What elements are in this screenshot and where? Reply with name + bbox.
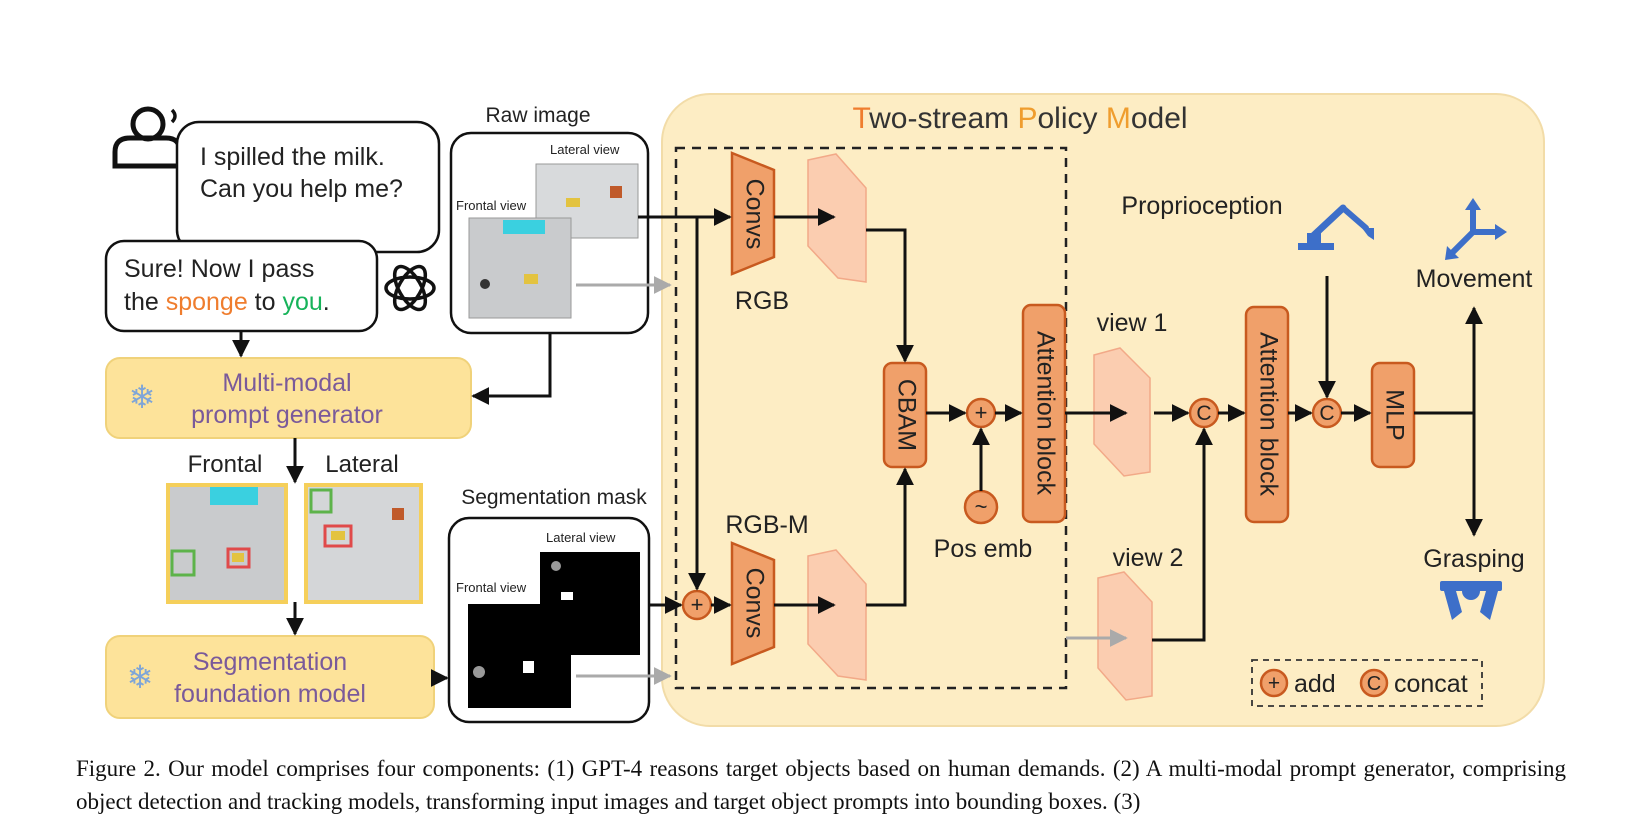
bbox-lateral-label: Lateral [325,451,398,478]
human-speech-line2: Can you help me? [200,175,403,203]
view2-label: view 2 [1113,544,1184,572]
segmentation-model-line2: foundation model [174,680,366,708]
bbox-lateral-green [309,488,333,514]
snowflake-icon: ❄ [129,379,156,415]
pos-emb-label: Pos emb [934,535,1033,563]
raw-frontal-label: Frontal view [456,198,527,213]
snowflake-icon-2: ❄ [127,659,154,695]
seg-frontal-label: Frontal view [456,580,527,595]
convs-upper-label: Convs [740,179,768,250]
robot-arm-icon [1298,204,1374,250]
seg-frontal-image [468,604,571,708]
seg-frontal-object [473,666,485,678]
proprioception-label: Proprioception [1121,192,1282,220]
seg-lateral-label: Lateral view [546,530,616,545]
attention-block-1-label: Attention block [1031,331,1059,495]
bbox-lateral-sponge [331,531,345,540]
bbox-lateral-object [392,508,404,520]
segmentation-mask-title: Segmentation mask [461,486,647,509]
raw-frontal-robot [503,220,545,234]
bbox-frontal-robot [210,487,258,505]
view1-label: view 1 [1097,309,1168,337]
bbox-lateral-image [304,483,423,604]
movement-label: Movement [1416,265,1533,293]
concat-node-1-symbol: C [1196,402,1211,425]
convs-lower [730,541,776,666]
concat-node-2-symbol: C [1319,402,1334,425]
convs-upper [730,151,776,276]
legend-concat-symbol: C [1367,673,1381,695]
raw-image-title: Raw image [485,104,590,127]
legend-box [1251,659,1483,707]
legend-add-label: add [1294,670,1336,698]
policy-title: Two-stream Policy Model [852,102,1187,135]
bbox-frontal-label: Frontal [188,451,263,478]
raw-lateral-object [610,186,622,198]
add-node-left-symbol: + [691,592,704,617]
bbox-frontal-red [226,547,251,569]
movement-axes-icon [1445,198,1507,260]
gripper-icon [1440,581,1502,620]
gray-arrows [576,276,1128,685]
bbox-frontal-sponge [232,553,244,562]
pos-emb-symbol: ~ [975,494,988,519]
mlp-block [1370,361,1416,469]
prompt-generator-box [105,357,472,439]
feature-map-lower [807,549,867,681]
seg-frontal-sponge [523,661,534,673]
add-node-mid-symbol: + [975,400,988,425]
human-speaker-icon [112,106,183,169]
feature-map-upper [807,153,867,283]
robot-speech-line2: the sponge to you. [124,288,330,316]
segmentation-model-line1: Segmentation [193,648,347,676]
seg-lateral-object [551,561,561,571]
human-speech-line1: I spilled the milk. [200,143,385,171]
raw-lateral-label: Lateral view [550,142,620,157]
attention-block-2-label: Attention block [1254,332,1282,496]
cbam-block [882,361,928,469]
raw-frontal-image [468,217,572,319]
legend-add-symbol: + [1268,672,1280,695]
gpt-logo-icon [384,264,436,312]
raw-frontal-sponge [524,274,538,284]
rgbm-label: RGB-M [725,511,808,539]
rgb-label: RGB [735,287,789,315]
bbox-lateral-red [323,524,353,548]
policy-arrows [638,208,1483,642]
legend-concat-label: concat [1394,670,1468,698]
figure-caption: Figure 2. Our model comprises four compo… [76,756,1566,814]
grasping-label: Grasping [1423,545,1524,573]
seg-lateral-sponge [561,592,573,600]
prompt-generator-line2: prompt generator [191,401,383,429]
raw-lateral-sponge [566,198,580,207]
raw-frontal-object [480,279,490,289]
convs-lower-label: Convs [740,568,768,639]
legend-add-icon [1259,668,1289,698]
prompt-generator-line1: Multi-modal [222,369,351,397]
bbox-frontal-green [170,549,196,577]
robot-speech-line1: Sure! Now I pass [124,255,314,283]
left-arrows [232,331,552,687]
mlp-label: MLP [1380,389,1408,440]
cbam-label: CBAM [892,379,920,451]
legend-concat-icon [1359,668,1389,698]
